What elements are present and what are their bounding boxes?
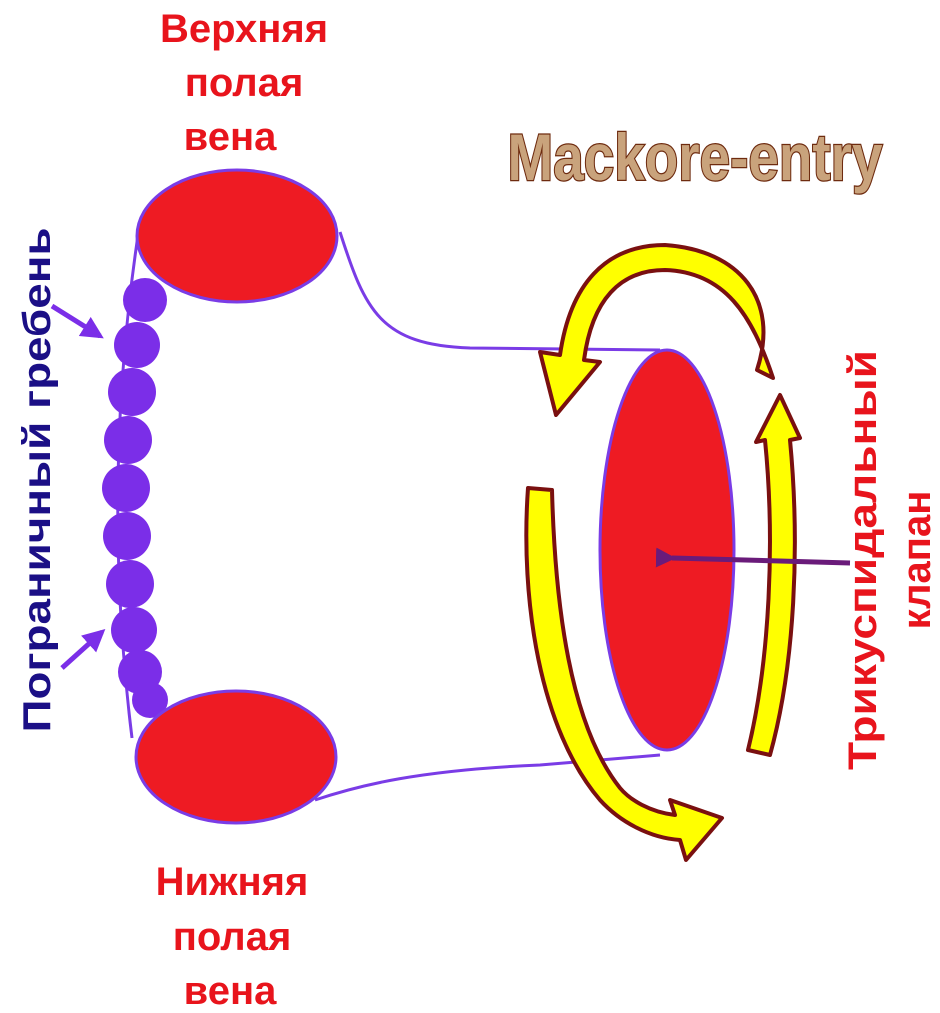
crista-pointer-lower [62,632,102,668]
superior-vena-cava [137,170,337,302]
crista-label: Пограничный гребень [16,228,59,733]
ivc-label-line1: Нижняя [156,860,309,904]
valve-label: Трикуспидальный клапан [841,350,939,770]
diagram-title: Mackore-entry [508,120,883,194]
svc-label-line2: полая [185,61,304,105]
svc-label-line1: Верхняя [160,7,328,51]
valve-label-line2: клапан [895,491,939,630]
ivc-label: Нижняя полая вена [156,860,309,1013]
inferior-vena-cava [136,691,336,823]
ivc-label-line3: вена [184,969,277,1013]
crista-pointer-arrows [52,306,102,668]
svc-label-line3: вена [184,115,277,159]
crista-terminalis [102,278,168,718]
arrow-right [748,395,800,755]
crista-pointer-upper [52,306,100,336]
svc-label: Верхняя полая вена [160,7,328,159]
ivc-label-line2: полая [173,915,292,959]
valve-label-line1: Трикуспидальный [841,350,885,770]
tricuspid-valve [600,350,734,750]
